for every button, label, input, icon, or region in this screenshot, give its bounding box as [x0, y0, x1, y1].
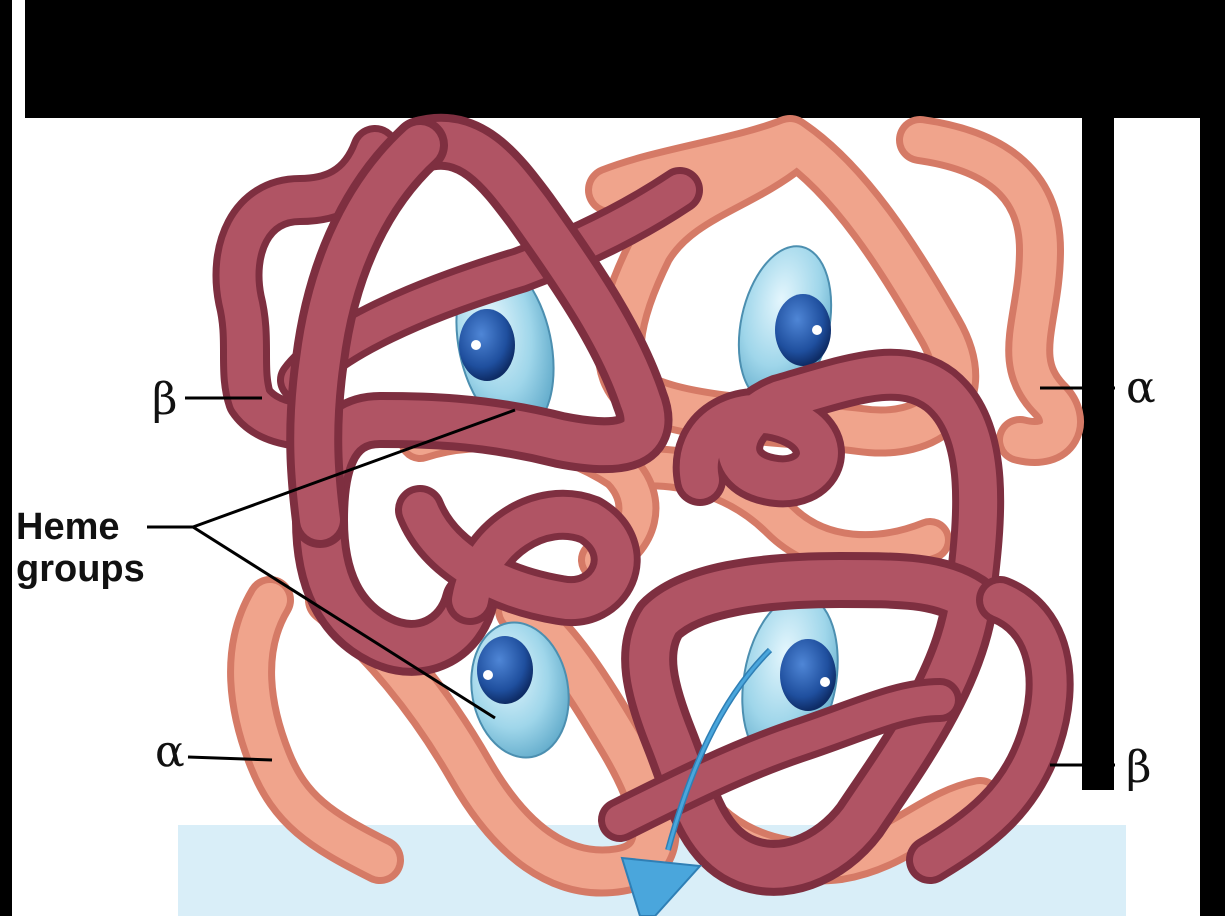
frame-top-bar	[25, 0, 1225, 118]
label-heme-groups: Heme groups	[16, 506, 145, 590]
label-beta-bottom-right: β	[1126, 746, 1151, 790]
frame-right-bar	[1082, 118, 1114, 790]
label-heme-line2: groups	[16, 548, 145, 590]
frame-right-edge	[1200, 0, 1225, 916]
beta-subunit-top-left	[238, 142, 681, 648]
label-alpha-bottom-left: α	[155, 730, 185, 774]
label-heme-line1: Heme	[16, 506, 145, 548]
label-beta-top-left: β	[152, 378, 177, 422]
frame-left-bar	[0, 0, 12, 916]
label-alpha-top-right: α	[1126, 366, 1156, 410]
